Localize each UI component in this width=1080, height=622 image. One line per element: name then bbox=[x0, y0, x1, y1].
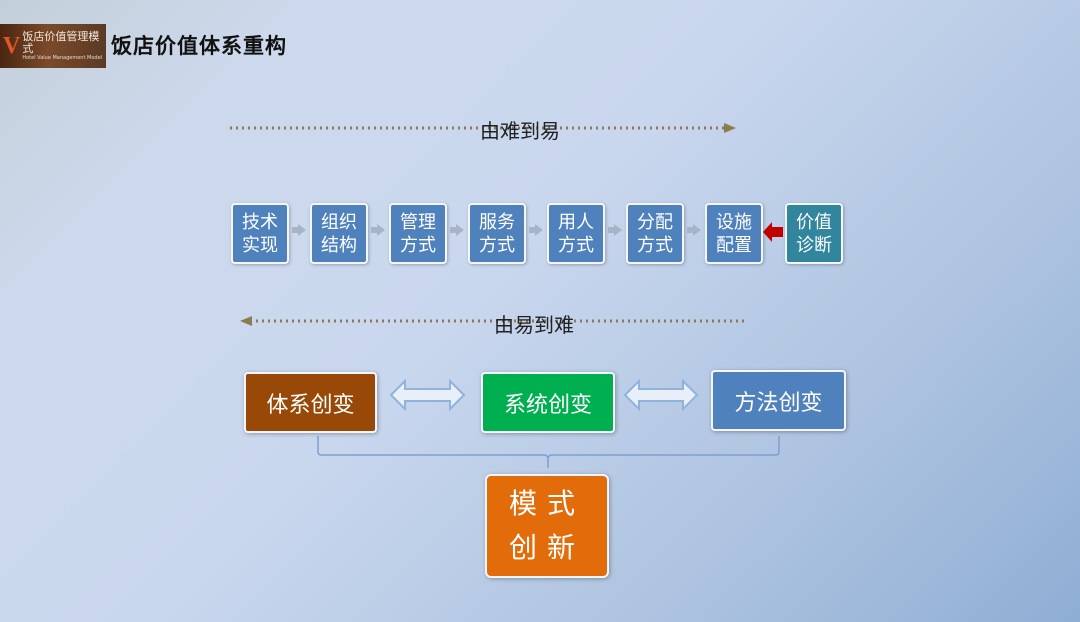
logo-subtext: Hotel Value Management Model bbox=[22, 55, 103, 61]
logo-text: 饭店价值管理模式 bbox=[22, 30, 100, 55]
step-box-4: 服务 方式 bbox=[468, 203, 526, 264]
bracket-connector bbox=[317, 436, 780, 468]
step-arrow-icon-5 bbox=[608, 224, 622, 236]
mode-innovation-line2: 创新 bbox=[508, 531, 585, 564]
bottom-direction-label: 由易到难 bbox=[494, 313, 574, 337]
double-arrow-icon-right bbox=[623, 378, 699, 412]
step-arrow-icon-1 bbox=[292, 224, 306, 236]
double-arrow-icon-left bbox=[389, 378, 466, 412]
logo: V 饭店价值管理模式 Hotel Value Management Model bbox=[0, 24, 106, 68]
logo-mark: V bbox=[3, 32, 21, 59]
step-box-8: 价值 诊断 bbox=[785, 203, 843, 264]
innovation-box-2: 系统创变 bbox=[481, 372, 615, 433]
step-box-2: 组织 结构 bbox=[310, 203, 368, 264]
step-box-1: 技术 实现 bbox=[231, 203, 289, 264]
mode-innovation-box: 模式 创新 bbox=[485, 474, 609, 578]
step-box-3: 管理 方式 bbox=[389, 203, 447, 264]
step-box-5: 用人 方式 bbox=[547, 203, 605, 264]
step-arrow-icon-3 bbox=[450, 224, 464, 236]
step-arrow-icon-2 bbox=[371, 224, 385, 236]
bottom-dotted-arrow-head bbox=[240, 316, 252, 326]
mode-innovation-line1: 模式 bbox=[508, 487, 585, 520]
top-dotted-arrow-head bbox=[724, 123, 736, 133]
innovation-box-3: 方法创变 bbox=[711, 370, 846, 431]
step-box-7: 设施 配置 bbox=[705, 203, 763, 264]
step-arrow-icon-6 bbox=[687, 224, 701, 236]
step-box-6: 分配 方式 bbox=[626, 203, 684, 264]
step-arrow-icon-4 bbox=[529, 224, 543, 236]
page-title: 饭店价值体系重构 bbox=[111, 34, 287, 58]
red-arrow-icon bbox=[763, 222, 783, 242]
top-direction-label: 由难到易 bbox=[480, 119, 560, 143]
innovation-box-1: 体系创变 bbox=[244, 372, 377, 433]
